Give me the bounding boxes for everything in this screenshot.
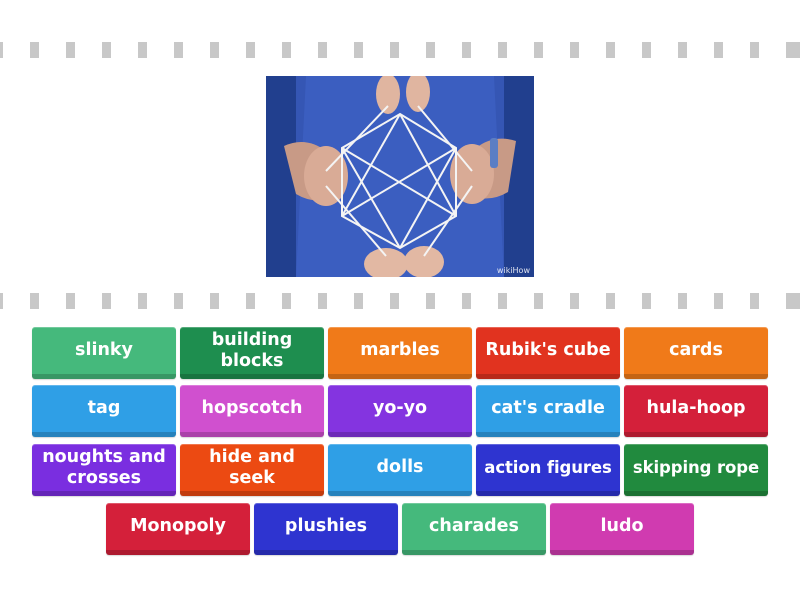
question-image: wikiHow — [266, 76, 534, 277]
cats-cradle-photo — [266, 76, 534, 277]
tile-hula-hoop[interactable]: hula-hoop — [624, 385, 768, 437]
tile-noughts-and-crosses[interactable]: noughts and crosses — [32, 444, 176, 496]
tile-charades[interactable]: charades — [402, 503, 546, 555]
tile-slinky[interactable]: slinky — [32, 327, 176, 379]
tile-building-blocks[interactable]: building blocks — [180, 327, 324, 379]
tile-marbles[interactable]: marbles — [328, 327, 472, 379]
tile-action-figures[interactable]: action figures — [476, 444, 620, 496]
tile-rubiks-cube[interactable]: Rubik's cube — [476, 327, 620, 379]
tile-plushies[interactable]: plushies — [254, 503, 398, 555]
image-watermark: wikiHow — [496, 266, 530, 275]
tile-cards[interactable]: cards — [624, 327, 768, 379]
tile-dolls[interactable]: dolls — [328, 444, 472, 496]
drop-zone-top-border — [0, 42, 800, 58]
tile-hopscotch[interactable]: hopscotch — [180, 385, 324, 437]
tile-hide-and-seek[interactable]: hide and seek — [180, 444, 324, 496]
tile-cats-cradle[interactable]: cat's cradle — [476, 385, 620, 437]
tile-ludo[interactable]: ludo — [550, 503, 694, 555]
tile-tag[interactable]: tag — [32, 385, 176, 437]
tile-monopoly[interactable]: Monopoly — [106, 503, 250, 555]
tile-skipping-rope[interactable]: skipping rope — [624, 444, 768, 496]
tile-yo-yo[interactable]: yo-yo — [328, 385, 472, 437]
drop-zone-bottom-border — [0, 293, 800, 309]
